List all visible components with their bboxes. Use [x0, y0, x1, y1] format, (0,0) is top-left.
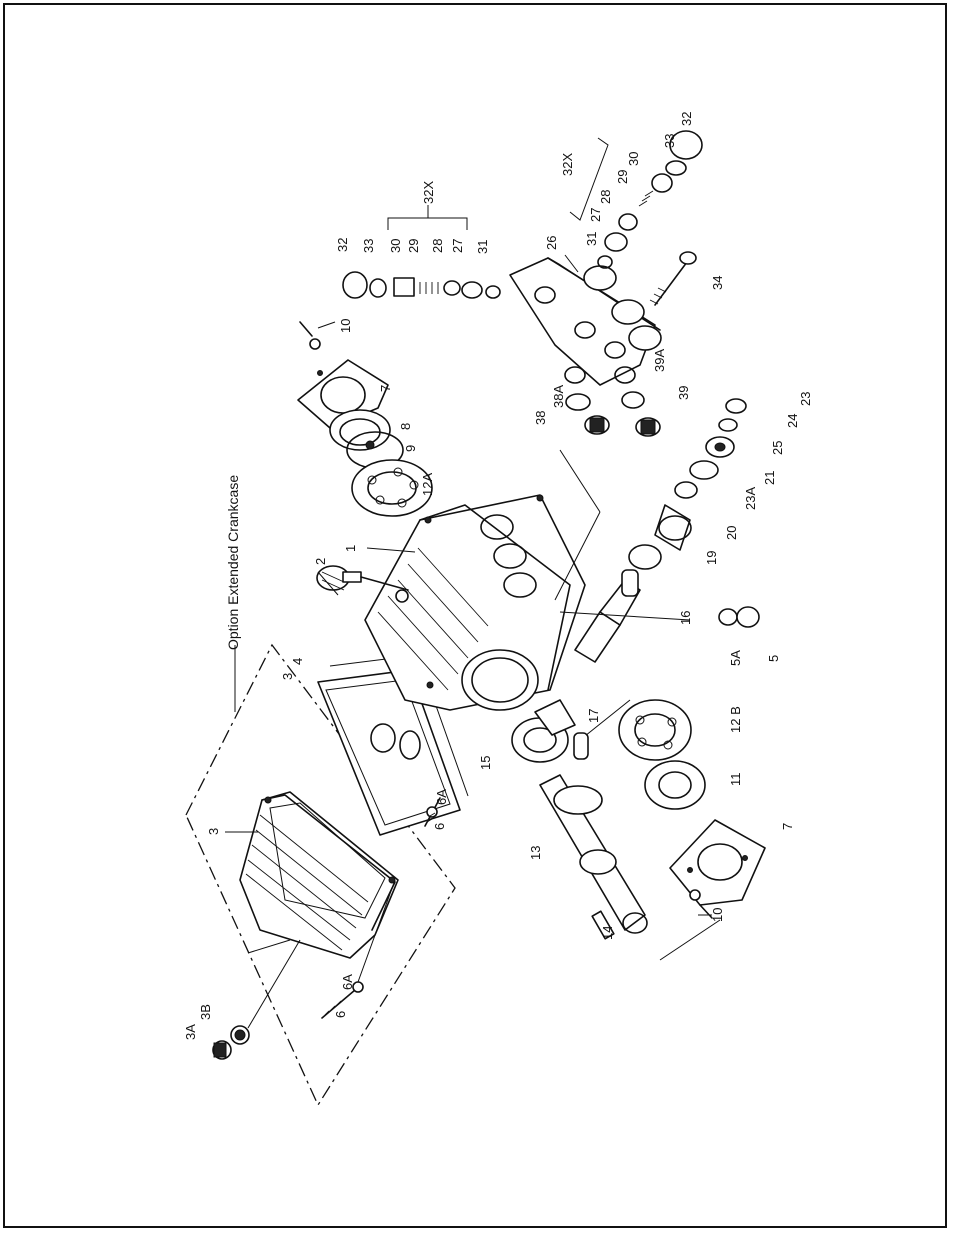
label-7-bottom: 7 — [780, 823, 795, 830]
label-29-right: 29 — [615, 170, 630, 184]
plug-39-39a — [622, 392, 660, 436]
option-extended-crankcase-caption: Option Extended Crankcase — [225, 475, 241, 650]
main-crankcase-part — [365, 495, 585, 710]
label-6-left: 6 — [333, 1011, 348, 1018]
label-11: 11 — [728, 773, 743, 787]
label-29-left: 29 — [406, 239, 421, 253]
label-27-right: 27 — [588, 208, 603, 222]
label-13: 13 — [528, 846, 543, 860]
label-6a-left: 6A — [340, 974, 355, 990]
label-32x-left: 32X — [421, 181, 436, 204]
label-3a: 3A — [183, 1024, 198, 1040]
label-39: 39 — [676, 386, 691, 400]
connecting-rod-15 — [512, 700, 575, 762]
o-ring-21 — [690, 461, 718, 479]
label-4: 4 — [290, 658, 305, 665]
label-9: 9 — [403, 445, 418, 452]
label-24: 24 — [785, 414, 800, 428]
washer-23 — [726, 399, 746, 413]
label-21: 21 — [762, 471, 777, 485]
bolt-10-top — [300, 322, 320, 349]
stud-34 — [650, 252, 696, 305]
label-7-top: 7 — [378, 385, 393, 392]
label-23: 23 — [798, 392, 813, 406]
label-23a: 23A — [743, 487, 758, 510]
label-5a: 5A — [728, 650, 743, 666]
label-3-extended: 3 — [206, 828, 221, 835]
label-25: 25 — [770, 441, 785, 455]
label-38: 38 — [533, 411, 548, 425]
label-28-right: 28 — [598, 190, 613, 204]
label-30-left: 30 — [388, 239, 403, 253]
label-32-right: 32 — [679, 112, 694, 126]
label-27-left: 27 — [450, 239, 465, 253]
label-2: 2 — [313, 558, 328, 565]
label-26: 26 — [544, 236, 559, 250]
label-8: 8 — [398, 423, 413, 430]
bearing-cover-7-bottom — [670, 820, 765, 905]
label-19: 19 — [704, 551, 719, 565]
drain-plug-3a-3b — [213, 1026, 249, 1059]
label-31-left: 31 — [475, 240, 490, 254]
label-5: 5 — [766, 655, 781, 662]
bearing-12b — [619, 700, 691, 760]
valve-stack-left — [343, 272, 500, 298]
label-33-left: 33 — [361, 239, 376, 253]
label-6-right: 6 — [432, 823, 447, 830]
label-28-left: 28 — [430, 239, 445, 253]
label-10-bottom: 10 — [710, 908, 725, 922]
label-17: 17 — [586, 709, 601, 723]
seal-25 — [706, 437, 734, 457]
label-31-right: 31 — [584, 232, 599, 246]
label-3-cover: 3 — [280, 673, 295, 680]
label-32x-right: 32X — [560, 153, 575, 176]
oil-seal-11 — [645, 761, 705, 809]
oil-seal-8 — [330, 410, 390, 450]
label-16: 16 — [678, 611, 693, 625]
label-12a: 12A — [420, 473, 435, 496]
label-34: 34 — [710, 276, 725, 290]
label-38a: 38A — [551, 385, 566, 408]
label-10-top: 10 — [338, 319, 353, 333]
seal-case-20 — [655, 505, 691, 550]
label-14: 14 — [600, 926, 615, 940]
label-12b: 12 B — [728, 706, 743, 733]
label-32-left: 32 — [335, 238, 350, 252]
label-3b: 3B — [198, 1004, 213, 1020]
ring-24 — [719, 419, 737, 431]
label-20: 20 — [724, 526, 739, 540]
manifold-26 — [510, 258, 661, 385]
drain-plug-5-5a — [719, 607, 759, 627]
label-39a: 39A — [652, 349, 667, 372]
wrist-pin-17 — [574, 733, 588, 759]
valve-stack-right — [598, 131, 702, 268]
label-6a-right: 6A — [434, 789, 449, 805]
label-30-right: 30 — [626, 152, 641, 166]
label-1: 1 — [343, 545, 358, 552]
seal-19 — [629, 545, 661, 569]
crankshaft-13 — [534, 732, 647, 933]
label-33-right: 33 — [662, 134, 677, 148]
plug-38-38a — [566, 394, 609, 434]
label-15: 15 — [478, 756, 493, 770]
ring-23a — [675, 482, 697, 498]
